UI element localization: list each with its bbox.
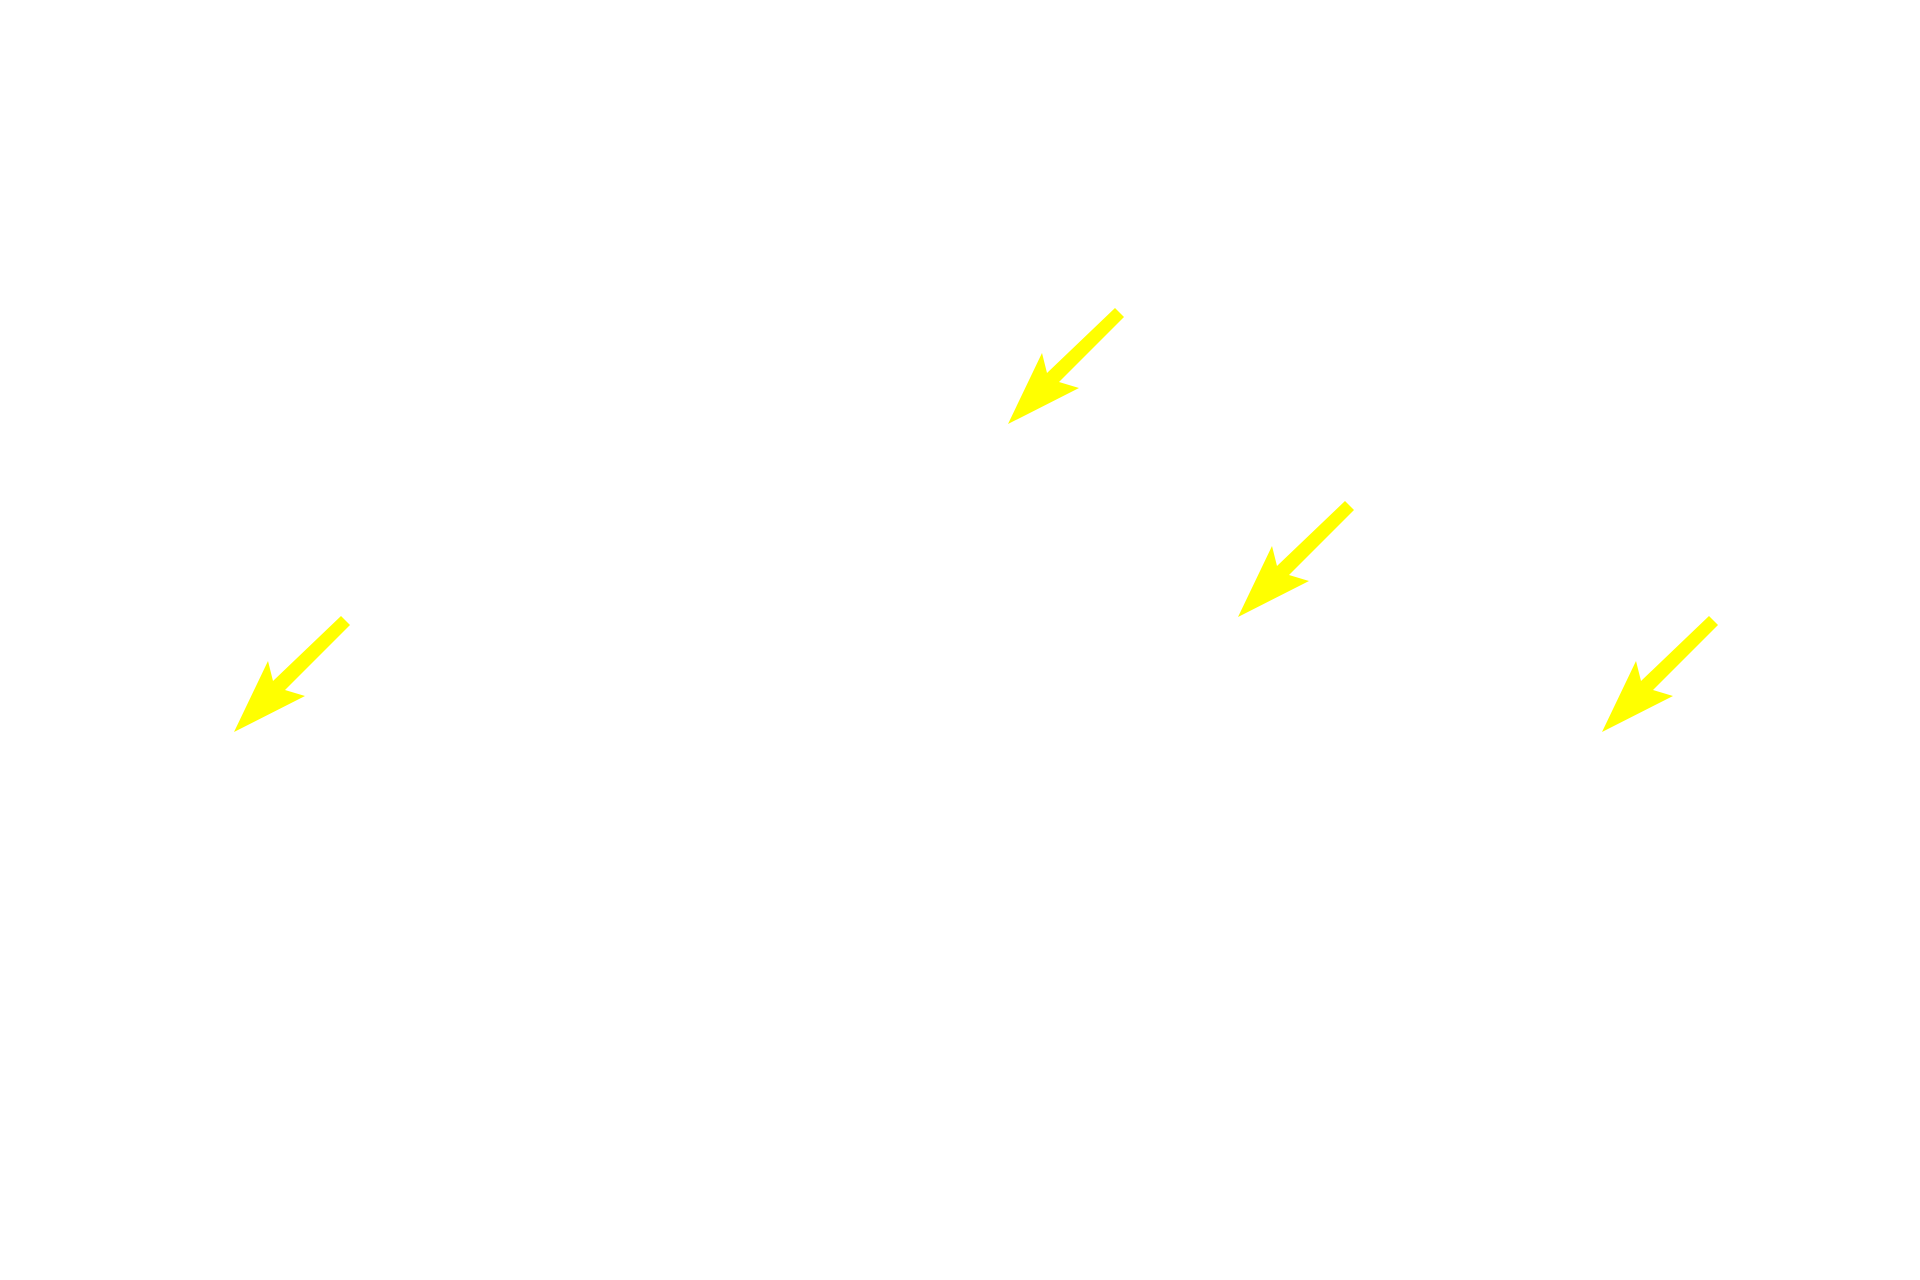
arrow-4-icon [1602, 616, 1718, 732]
arrow-2-icon [1238, 501, 1354, 617]
arrow-3-icon [234, 616, 350, 732]
arrow-1-icon [1008, 308, 1124, 424]
